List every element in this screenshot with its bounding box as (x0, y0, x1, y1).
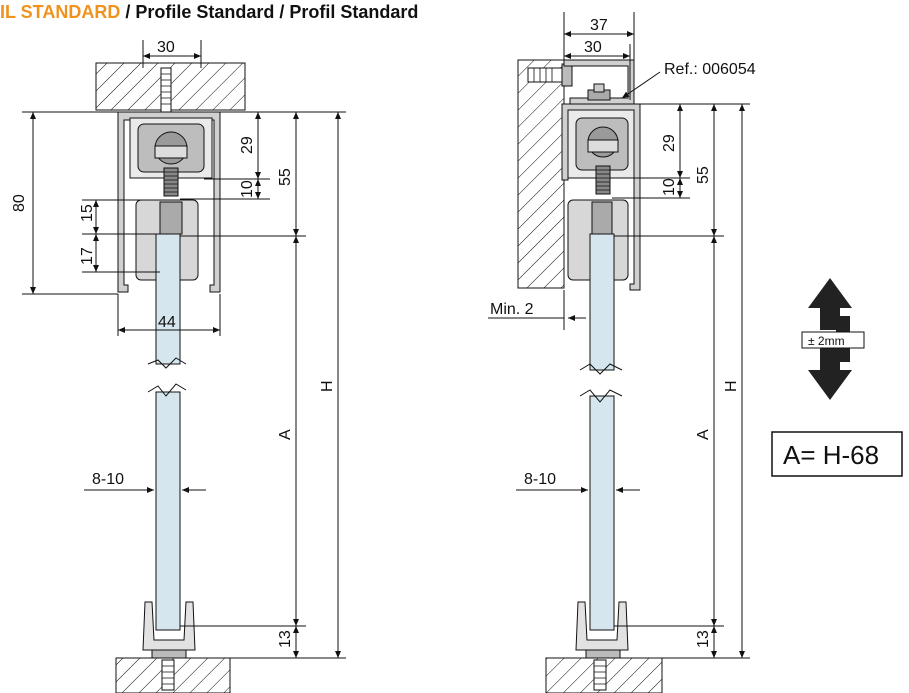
right-dim-min: Min. 2 (490, 301, 534, 318)
left-dim-17: 17 (79, 247, 96, 265)
right-wall-screw (527, 63, 573, 87)
left-dim-8-10: 8-10 (92, 471, 124, 488)
right-dim-h: H (723, 380, 740, 392)
title-accent: IL STANDARD (0, 2, 121, 22)
right-dim-13: 13 (695, 630, 712, 648)
formula-text: A= H-68 (783, 440, 879, 470)
right-dim-37: 37 (590, 17, 608, 34)
right-bracket-nut (587, 83, 611, 101)
left-dim-30: 30 (157, 39, 175, 56)
right-glass-panel (579, 233, 623, 631)
right-dim-29: 29 (661, 134, 678, 152)
right-l-bracket (563, 59, 635, 105)
left-dim-10: 10 (239, 180, 256, 198)
right-floor-guide (545, 601, 663, 693)
right-ref-label: Ref.: 006054 (664, 61, 756, 78)
left-floor-guide (115, 601, 231, 693)
right-view: 37 30 Ref.: 006054 29 10 55 Min. 2 8-10 … (488, 12, 756, 693)
left-track-profile (117, 111, 221, 293)
right-wall-block (517, 59, 565, 289)
right-dim-10: 10 (661, 178, 678, 196)
left-dim-a: A (277, 429, 294, 440)
left-view: 30 80 15 17 29 10 55 44 8-10 (11, 39, 346, 693)
formula-box: A= H-68 (771, 431, 903, 477)
page-title: IL STANDARD / Profile Standard / Profil … (0, 2, 418, 23)
left-dim-29: 29 (239, 136, 256, 154)
right-dim-8-10: 8-10 (524, 471, 556, 488)
left-ceiling-screw (160, 67, 172, 113)
right-dim-a: A (695, 429, 712, 440)
left-glass-panel (147, 233, 187, 631)
height-adjust-icon: ± 2mm (801, 278, 865, 400)
left-dim-13: 13 (277, 630, 294, 648)
left-dim-h: H (319, 380, 336, 392)
left-dim-44: 44 (158, 314, 176, 331)
left-dim-55: 55 (277, 168, 294, 186)
title-rest: / Profile Standard / Profil Standard (120, 2, 419, 22)
adjust-label: ± 2mm (808, 334, 845, 348)
left-dim-15: 15 (79, 204, 96, 222)
right-dim-55: 55 (695, 166, 712, 184)
left-dim-80: 80 (11, 194, 28, 212)
right-dim-30: 30 (584, 39, 602, 56)
